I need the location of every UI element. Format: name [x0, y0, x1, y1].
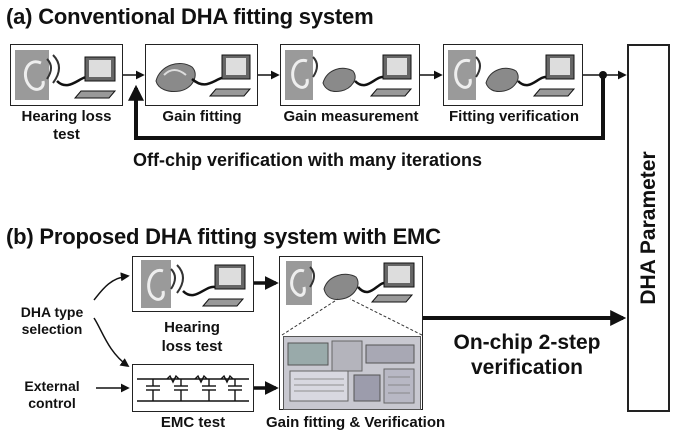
- label-gain-fitting-verification: Gain fitting & Verification: [266, 414, 446, 431]
- ear-computer-icon: [141, 260, 246, 308]
- hearing-aid-chip-icon: [281, 261, 422, 336]
- box-gain-fitting: [145, 44, 258, 106]
- ear-computer-icon: [15, 50, 117, 100]
- box-b-hearing-loss-test: [132, 256, 254, 312]
- label-external-control: External control: [24, 378, 80, 411]
- ear-hearing-aid-computer-icon: [448, 50, 576, 100]
- box-fitting-verification: [443, 44, 583, 106]
- box-gain-measurement: [280, 44, 420, 106]
- label-b-hearing-loss-test: Hearing loss test: [161, 319, 223, 355]
- box-hearing-loss-test: [10, 44, 123, 106]
- label-emc-test: EMC test: [160, 414, 226, 431]
- chip-layout-icon: [283, 336, 421, 410]
- capacitor-circuit-icon: [137, 374, 249, 402]
- label-gain-measurement: Gain measurement: [283, 108, 419, 125]
- label-dha-type-selection: DHA type selection: [20, 304, 84, 337]
- title-b: (b) Proposed DHA fitting system with EMC: [6, 224, 441, 249]
- label-hearing-loss-test: Hearing loss test: [21, 108, 112, 143]
- arrow-type-to-emc: [93, 317, 130, 368]
- label-fitting-verification: Fitting verification: [448, 108, 579, 125]
- label-gain-fitting: Gain fitting: [162, 108, 242, 125]
- feedback-loop-arrow: [128, 75, 605, 140]
- arrow-type-to-hearing: [93, 272, 130, 301]
- title-a: (a) Conventional DHA fitting system: [6, 4, 374, 29]
- loop-label: Off-chip verification with many iteratio…: [133, 150, 483, 170]
- box-emc-test: [132, 364, 254, 412]
- dha-parameter-box: DHA Parameter: [627, 44, 670, 412]
- ear-hearing-aid-computer-icon: [285, 50, 413, 100]
- hearing-aid-computer-icon: [155, 54, 252, 97]
- onchip-label: On-chip 2-step verification: [453, 331, 601, 379]
- junction-dot: [599, 71, 607, 79]
